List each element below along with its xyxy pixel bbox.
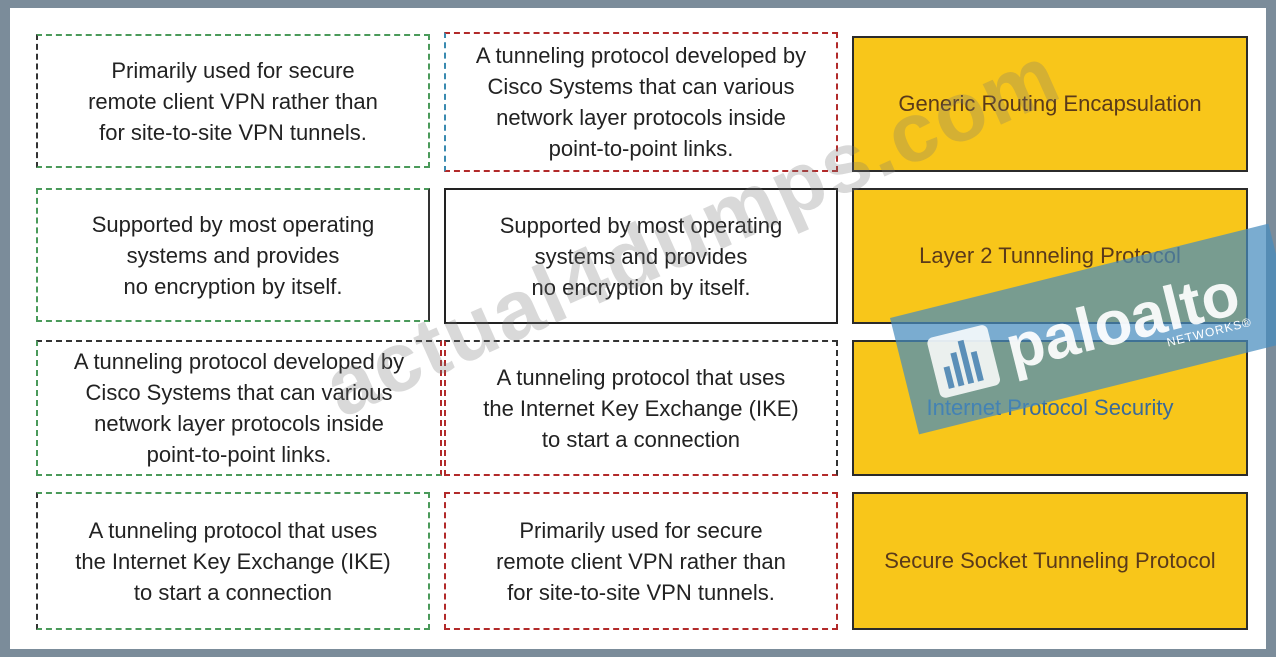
paloalto-logo-icon [926,323,1002,400]
left-option-3[interactable]: A tunneling protocol developed by Cisco … [36,340,442,476]
drag-drop-panel: Primarily used for secure remote client … [10,8,1276,649]
target-gre[interactable]: Generic Routing Encapsulation [852,36,1248,172]
middle-option-1[interactable]: A tunneling protocol developed by Cisco … [444,32,838,172]
middle-option-2[interactable]: Supported by most operating systems and … [444,188,838,324]
left-option-4[interactable]: A tunneling protocol that uses the Inter… [36,492,430,630]
left-option-2[interactable]: Supported by most operating systems and … [36,188,430,322]
middle-option-4[interactable]: Primarily used for secure remote client … [444,492,838,630]
middle-option-3[interactable]: A tunneling protocol that uses the Inter… [444,340,838,476]
left-option-1[interactable]: Primarily used for secure remote client … [36,34,430,168]
target-sstp[interactable]: Secure Socket Tunneling Protocol [852,492,1248,630]
